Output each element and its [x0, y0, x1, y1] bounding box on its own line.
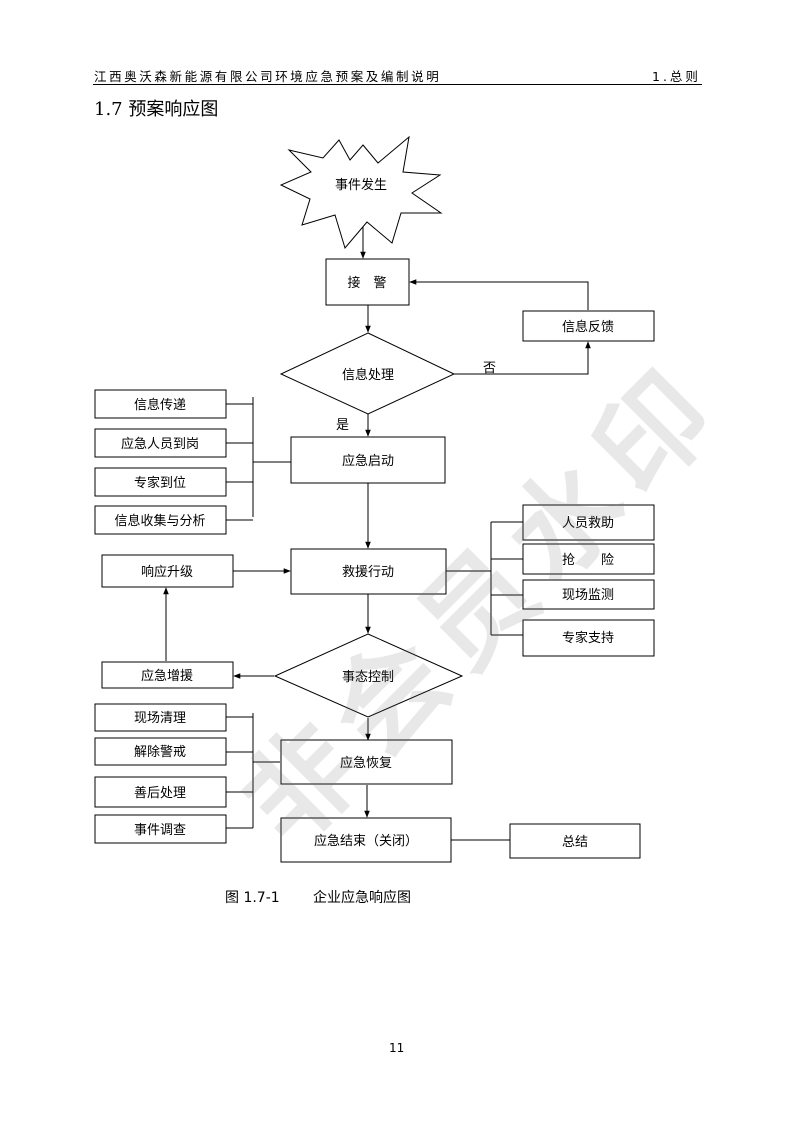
header-document-title: 江西奥沃森新能源有限公司环境应急预案及编制说明: [94, 69, 442, 84]
start-item-label: 应急人员到岗: [121, 436, 199, 452]
info-feedback-box: [522, 310, 655, 342]
start-item-label: 信息传递: [134, 397, 186, 413]
info-feedback-label: 信息反馈: [562, 319, 614, 335]
info-processing-diamond: [279, 332, 456, 415]
state-control-diamond: [273, 633, 464, 718]
summary-label: 总结: [562, 835, 588, 850]
figure-number: 图 1.7-1: [225, 890, 280, 906]
end-label: 应急结束（关闭）: [314, 833, 418, 849]
rescue-item-box: [522, 504, 655, 541]
flow-connectors: [163, 222, 591, 841]
recovery-box: [280, 739, 453, 785]
recovery-item-label: 现场清理: [134, 711, 186, 726]
receive-alarm-box: [325, 258, 410, 306]
emergency-start-box: [290, 436, 446, 484]
state-control-label: 事态控制: [342, 670, 394, 685]
header-rule: [93, 84, 702, 85]
recovery-item-box: [94, 703, 227, 732]
event-start-label: 事件发生: [335, 177, 387, 193]
recovery-item-label: 解除警戒: [134, 744, 186, 760]
end-box: [280, 817, 452, 863]
upgrade-response-box: [101, 554, 234, 588]
rescue-action-box: [290, 548, 447, 595]
header-section-ref: 1.总则: [652, 69, 701, 84]
branch-yes-label: 是: [336, 418, 349, 433]
receive-alarm-label: 接 警: [347, 275, 386, 291]
start-item-label: 专家到位: [134, 475, 186, 491]
summary-box: [509, 823, 641, 859]
start-item-label: 信息收集与分析: [114, 513, 205, 529]
rescue-item-box: [522, 579, 655, 610]
reinforce-label: 应急增援: [141, 668, 193, 684]
start-item-box: [94, 428, 227, 458]
recovery-item-label: 善后处理: [134, 785, 186, 801]
rescue-item-label: 专家支持: [562, 630, 614, 646]
info-processing-label: 信息处理: [342, 367, 394, 383]
event-start-burst: [279, 135, 443, 250]
recovery-item-box: [94, 737, 227, 766]
rescue-item-label: 现场监测: [562, 588, 614, 603]
emergency-start-label: 应急启动: [342, 453, 394, 469]
recovery-item-label: 事件调查: [134, 823, 186, 838]
upgrade-response-label: 响应升级: [141, 564, 193, 580]
rescue-item-box: [522, 619, 655, 657]
rescue-item-label: 人员救助: [562, 515, 614, 531]
start-item-box: [94, 467, 227, 497]
section-title: 1.7 预案响应图: [94, 99, 219, 120]
recovery-item-box: [94, 814, 227, 844]
reinforce-box: [101, 661, 234, 689]
arrow-no-to-feedback: [454, 341, 591, 375]
branch-no-label: 否: [483, 361, 496, 376]
recovery-item-box: [94, 776, 227, 808]
page-number: 11: [389, 1041, 405, 1055]
start-item-box: [94, 389, 227, 419]
figure-caption: 企业应急响应图: [313, 890, 411, 906]
recovery-label: 应急恢复: [340, 755, 392, 771]
arrow-feedback-to-alarm: [409, 279, 589, 310]
rescue-item-label: 抢 险: [562, 552, 614, 568]
rescue-action-label: 救援行动: [342, 564, 394, 580]
start-item-box: [94, 505, 227, 535]
rescue-item-box: [522, 543, 655, 575]
